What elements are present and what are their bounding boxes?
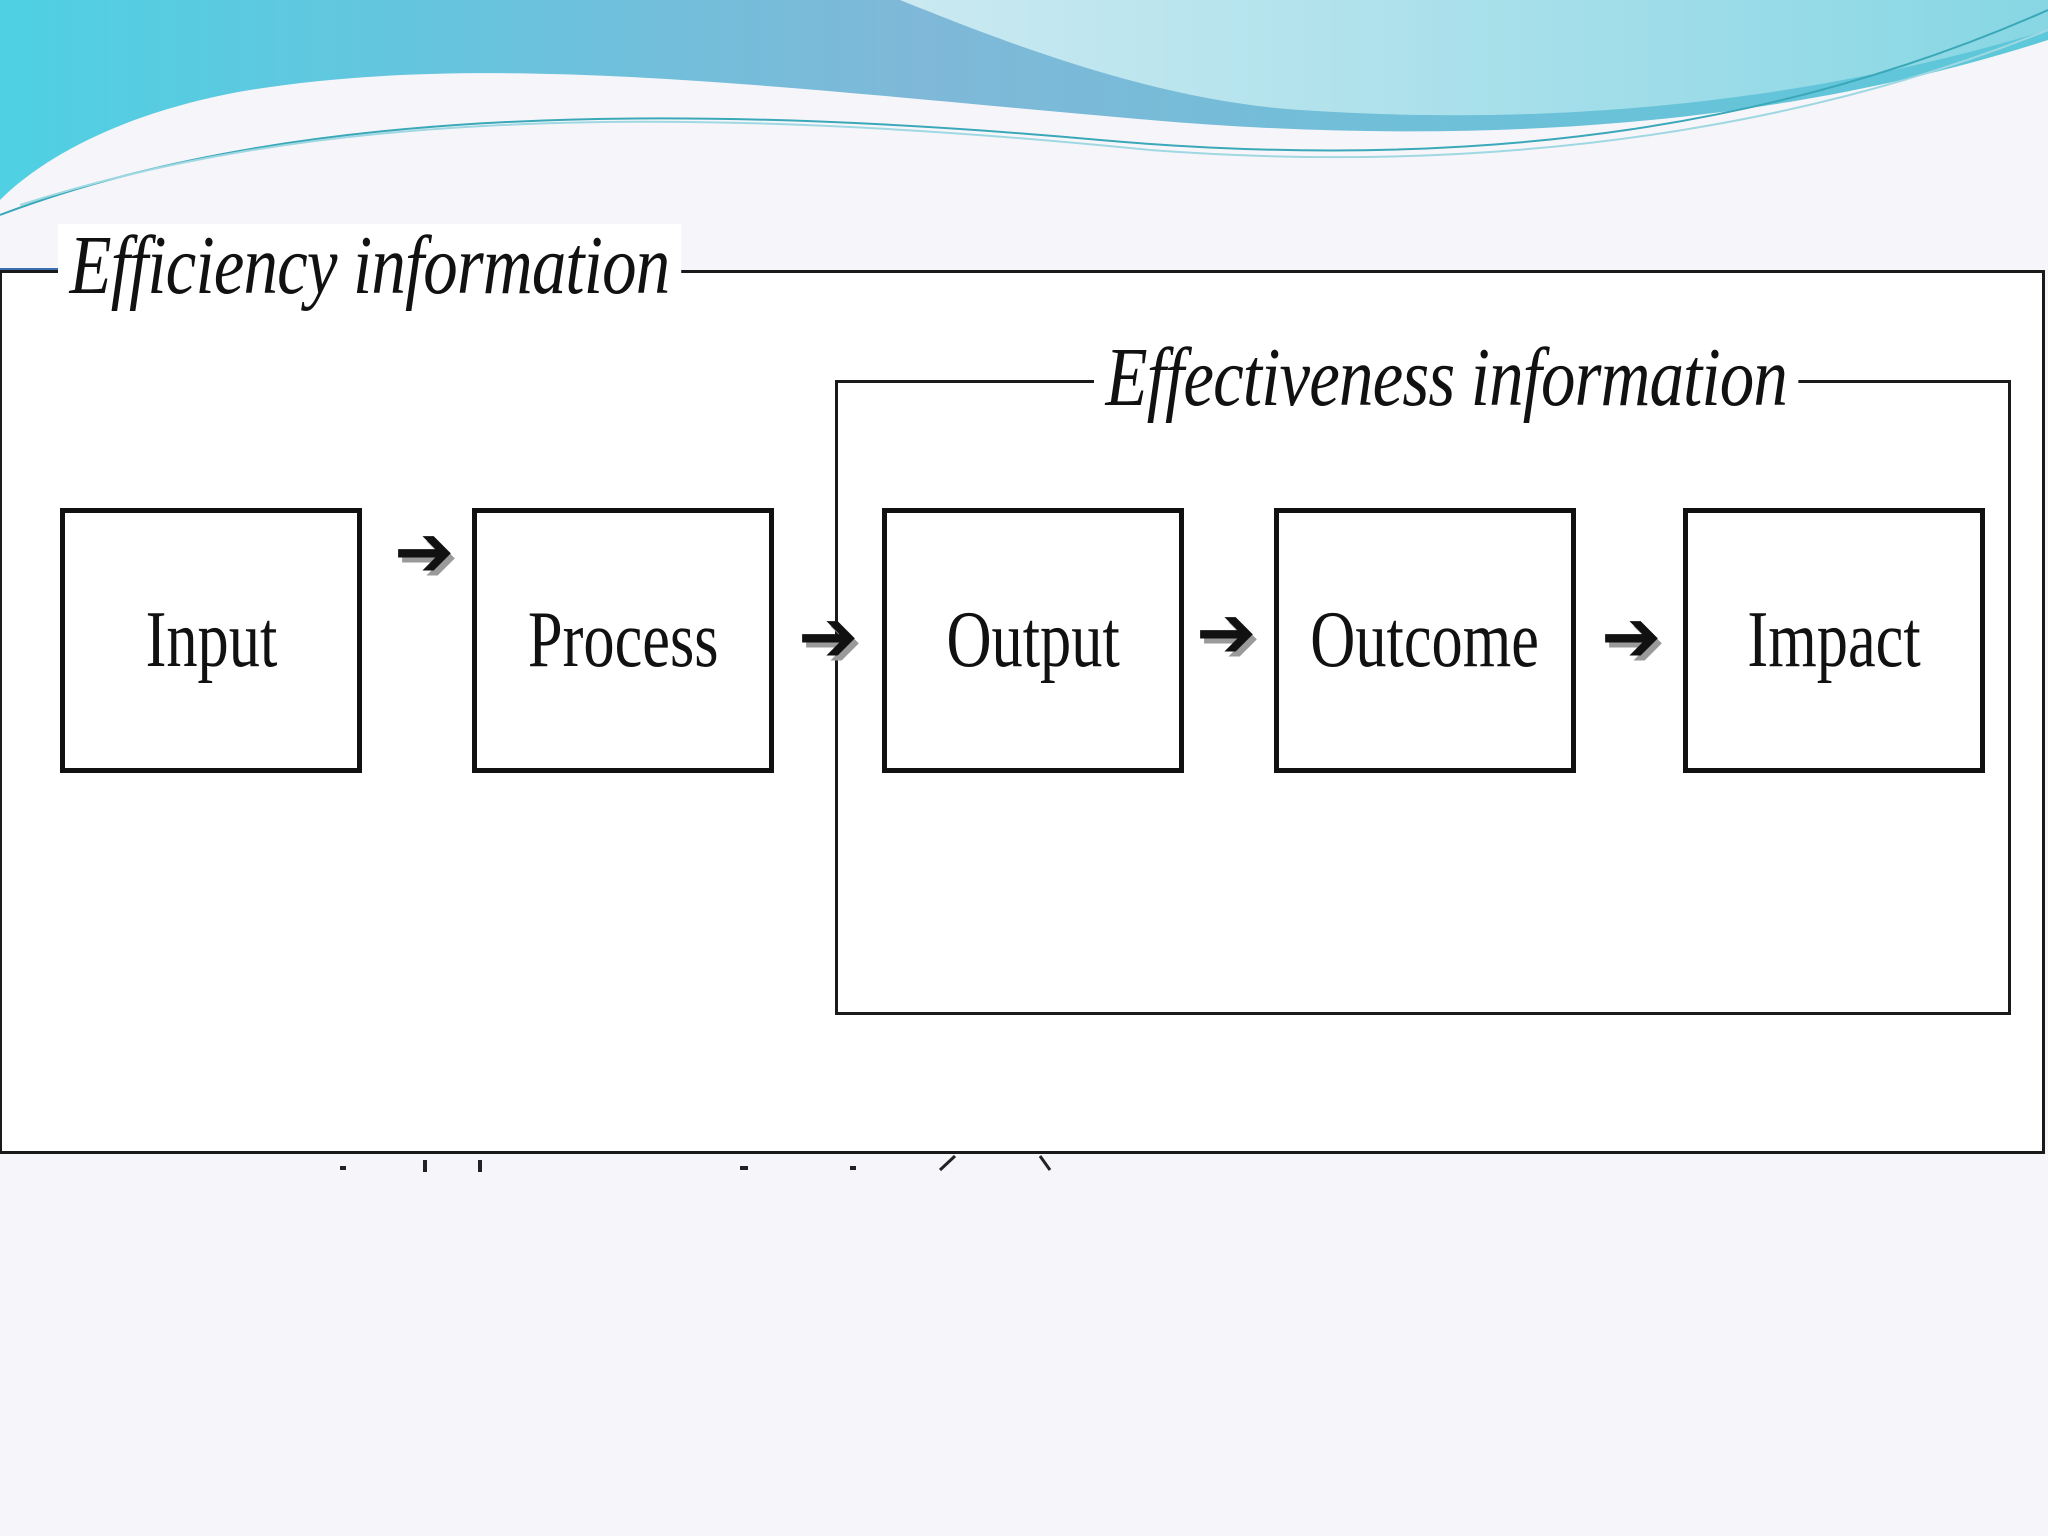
stage-label-impact: Impact: [1747, 596, 1921, 684]
stage-label-input: Input: [145, 596, 277, 684]
arrow-outcome-to-impact-icon: ➔: [1601, 594, 1662, 678]
stage-box-impact: Impact: [1683, 508, 1985, 773]
banner-curve-line-1: [0, 9, 2048, 216]
stage-label-output: Output: [946, 596, 1120, 684]
arrow-input-to-process-icon: ➔: [394, 509, 455, 593]
efficiency-label: Efficiency information: [58, 224, 681, 308]
effectiveness-label: Effectiveness information: [1094, 336, 1799, 420]
stage-label-outcome: Outcome: [1310, 596, 1540, 684]
accent-tick-line: [0, 268, 62, 271]
banner-wave-light: [900, 0, 2048, 116]
stage-box-output: Output: [882, 508, 1184, 773]
arrow-process-to-output-icon: ➔: [798, 594, 859, 678]
stage-box-process: Process: [472, 508, 774, 773]
stage-box-input: Input: [60, 508, 362, 773]
stage-label-process: Process: [527, 596, 719, 684]
decorative-top-banner: [0, 0, 2048, 216]
arrow-output-to-outcome-icon: ➔: [1196, 590, 1257, 674]
stage-box-outcome: Outcome: [1274, 508, 1576, 773]
banner-curve-line-2: [19, 29, 2048, 206]
faint-artifact-marks: [340, 1154, 1052, 1172]
